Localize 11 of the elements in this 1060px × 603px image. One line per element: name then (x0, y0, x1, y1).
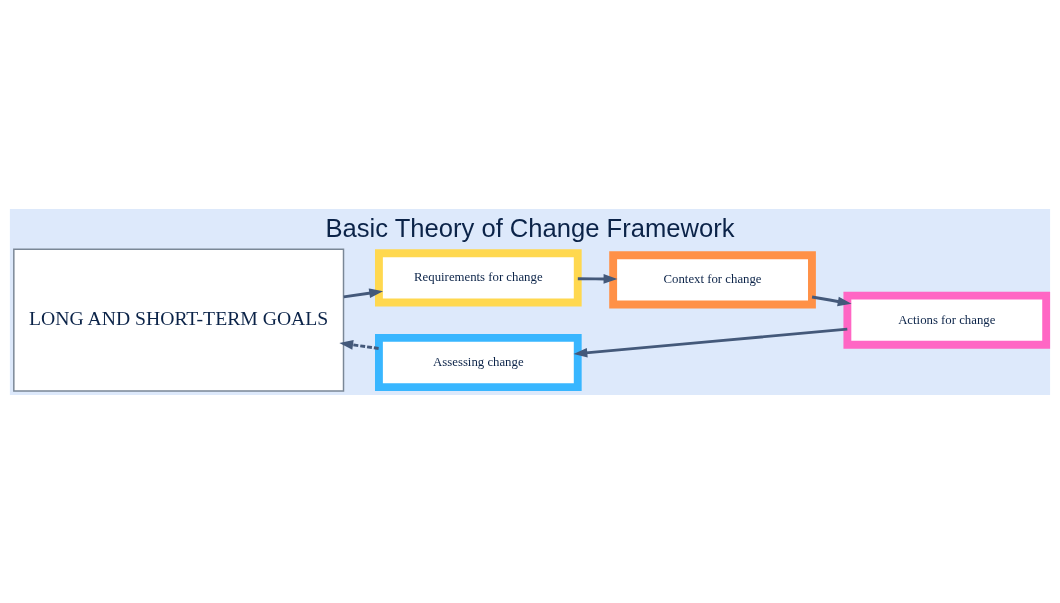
arrow (339, 339, 379, 350)
arrow (343, 287, 384, 298)
diagram-title: Basic Theory of Change Framework (325, 213, 735, 242)
node-box: LONG AND SHORT-TERM GOALS (13, 248, 345, 392)
arrow (811, 295, 852, 306)
arrow (573, 327, 848, 358)
node-box: Actions for change (843, 291, 1051, 349)
arrow (577, 273, 618, 284)
node-box: Requirements for change (375, 248, 582, 306)
node-box: Assessing change (375, 333, 582, 391)
node-box: Context for change (609, 250, 816, 308)
